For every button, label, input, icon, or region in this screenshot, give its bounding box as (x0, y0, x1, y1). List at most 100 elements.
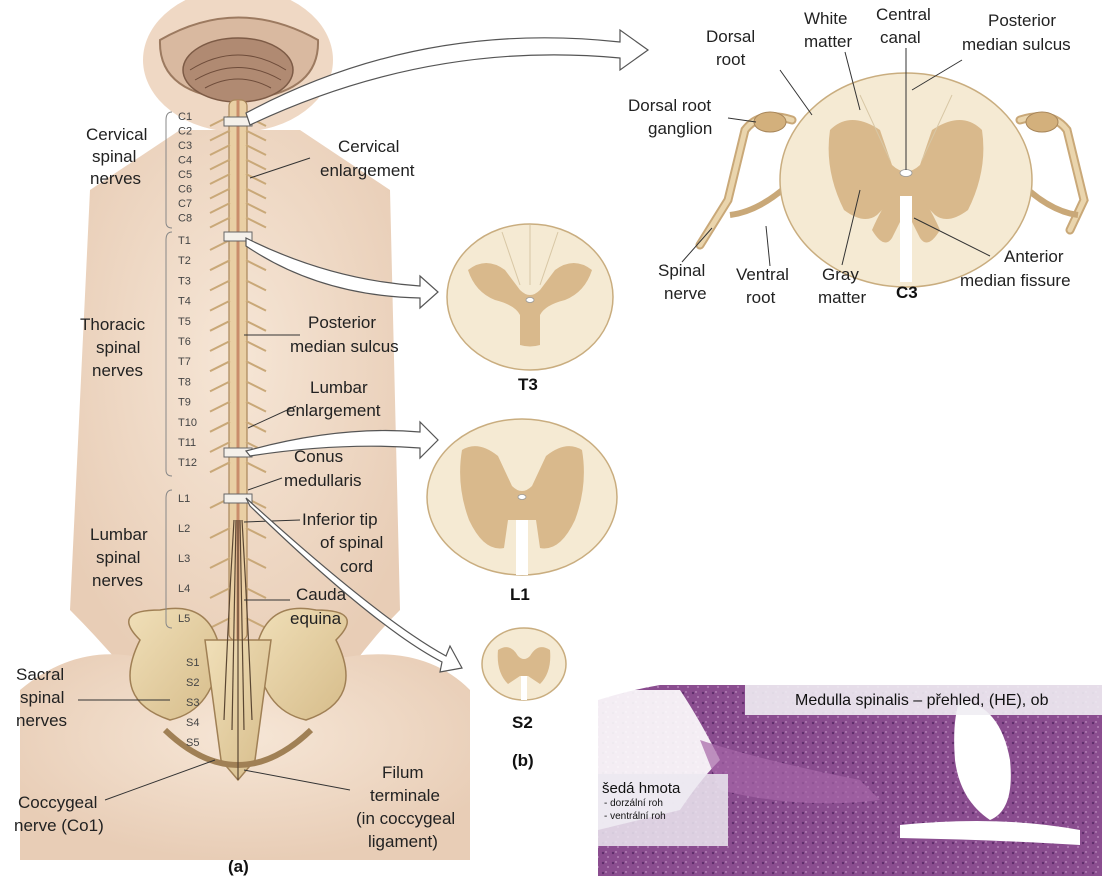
segment-label-s1: S1 (186, 657, 199, 669)
segment-label-l1: L1 (178, 493, 190, 505)
group-cervical-1: Cervical (86, 125, 147, 144)
group-thoracic-1: Thoracic (80, 315, 146, 334)
segment-label-t8: T8 (178, 376, 191, 388)
svg-text:nerves: nerves (16, 711, 67, 730)
group-lumbar-3: nerves (92, 571, 143, 590)
caption-a: (a) (228, 857, 249, 876)
callout-cauda-equina-2: equina (290, 609, 342, 628)
callout-lumbar-enlargement-2: enlargement (286, 401, 381, 420)
segment-label-t4: T4 (178, 296, 191, 308)
callout-inferior-tip-3: cord (340, 557, 373, 576)
c3-anterior-fissure-1: Anterior (1004, 247, 1064, 266)
section-label-s2: S2 (512, 713, 533, 732)
group-sacral-3: nerves (16, 711, 67, 730)
c3-ventral-root-1: Ventral (736, 265, 789, 284)
segment-label-l3: L3 (178, 553, 190, 565)
group-thoracic-2: spinal (96, 338, 140, 357)
callout-inferior-tip-1: Inferior tip (302, 510, 378, 529)
group-cervical-2: spinal (92, 147, 136, 166)
callout-filum-terminale-4: ligament) (368, 832, 438, 851)
segment-label-c1: C1 (178, 111, 192, 123)
c3-drg-1: Dorsal root (628, 96, 711, 115)
svg-text:(b): (b) (512, 751, 534, 770)
section-s2: S2 (b) (482, 628, 566, 770)
segment-label-t12: T12 (178, 457, 197, 469)
segment-label-l5: L5 (178, 613, 190, 625)
segment-label-t10: T10 (178, 417, 197, 429)
histology-item-dorsal: - dorzální roh (598, 797, 728, 810)
svg-text:Ventral: Ventral (736, 265, 789, 284)
segment-label-t9: T9 (178, 397, 191, 409)
segment-label-s2: S2 (186, 677, 199, 689)
c3-dorsal-root-1: Dorsal (706, 27, 755, 46)
c3-white-matter-1: White (804, 9, 847, 28)
svg-text:Posterior: Posterior (308, 313, 376, 332)
c3-gray-matter-2: matter (818, 288, 867, 307)
segment-label-c6: C6 (178, 184, 192, 196)
svg-text:S2: S2 (512, 713, 533, 732)
callout-posterior-median-sulcus-1: Posterior (308, 313, 376, 332)
svg-text:equina: equina (290, 609, 342, 628)
svg-text:Cervical: Cervical (86, 125, 147, 144)
c3-posterior-sulcus-2: median sulcus (962, 35, 1071, 54)
segment-label-s5: S5 (186, 737, 199, 749)
group-coccygeal-1: Coccygeal (18, 793, 97, 812)
segment-label-t7: T7 (178, 356, 191, 368)
histology-item-ventral: - ventrální roh (598, 810, 728, 823)
callout-cervical-enlargement-2: enlargement (320, 161, 415, 180)
svg-text:L1: L1 (510, 585, 530, 604)
group-sacral-2: spinal (20, 688, 64, 707)
section-t3: T3 (447, 224, 613, 394)
svg-text:medullaris: medullaris (284, 471, 361, 490)
c3-white-matter-2: matter (804, 32, 853, 51)
group-thoracic-3: nerves (92, 361, 143, 380)
segment-label-t1: T1 (178, 235, 191, 247)
histology-title: Medulla spinalis – přehled, (HE), ob (795, 692, 1048, 710)
callout-filum-terminale-1: Filum (382, 763, 424, 782)
svg-text:White: White (804, 9, 847, 28)
segment-label-l2: L2 (178, 523, 190, 535)
histology-legend: šedá hmota - dorzální roh - ventrální ro… (598, 774, 728, 846)
segment-label-t5: T5 (178, 316, 191, 328)
svg-text:(in coccygeal: (in coccygeal (356, 809, 455, 828)
svg-text:Inferior tip: Inferior tip (302, 510, 378, 529)
svg-text:C3: C3 (896, 283, 918, 302)
group-lumbar-2: spinal (96, 548, 140, 567)
svg-text:nerve: nerve (664, 284, 707, 303)
svg-text:Gray: Gray (822, 265, 859, 284)
group-sacral-1: Sacral (16, 665, 64, 684)
group-cervical-3: nerves (90, 169, 141, 188)
svg-text:cord: cord (340, 557, 373, 576)
svg-text:nerves: nerves (92, 361, 143, 380)
segment-label-l4: L4 (178, 583, 190, 595)
segment-label-c7: C7 (178, 198, 192, 210)
svg-text:Dorsal root: Dorsal root (628, 96, 711, 115)
svg-text:(a): (a) (228, 857, 249, 876)
svg-text:matter: matter (804, 32, 853, 51)
svg-text:terminale: terminale (370, 786, 440, 805)
svg-text:median sulcus: median sulcus (962, 35, 1071, 54)
svg-text:ganglion: ganglion (648, 119, 712, 138)
c3-spinal-nerve-1: Spinal (658, 261, 705, 280)
c3-central-canal-1: Central (876, 5, 931, 24)
callout-posterior-median-sulcus-2: median sulcus (290, 337, 399, 356)
svg-text:Coccygeal: Coccygeal (18, 793, 97, 812)
c3-anterior-fissure-2: median fissure (960, 271, 1071, 290)
callout-filum-terminale-2: terminale (370, 786, 440, 805)
svg-text:Thoracic: Thoracic (80, 315, 146, 334)
segment-label-c5: C5 (178, 169, 192, 181)
svg-text:nerves: nerves (92, 571, 143, 590)
svg-text:of spinal: of spinal (320, 533, 383, 552)
svg-text:T3: T3 (518, 375, 538, 394)
svg-text:Lumbar: Lumbar (310, 378, 368, 397)
svg-text:enlargement: enlargement (320, 161, 415, 180)
svg-text:spinal: spinal (92, 147, 136, 166)
c3-section-label: C3 (896, 283, 918, 302)
c3-spinal-nerve-2: nerve (664, 284, 707, 303)
segment-label-s4: S4 (186, 717, 199, 729)
section-label-t3: T3 (518, 375, 538, 394)
segment-label-c8: C8 (178, 213, 192, 225)
group-coccygeal-2: nerve (Co1) (14, 816, 104, 835)
svg-text:nerves: nerves (90, 169, 141, 188)
svg-text:root: root (746, 288, 776, 307)
